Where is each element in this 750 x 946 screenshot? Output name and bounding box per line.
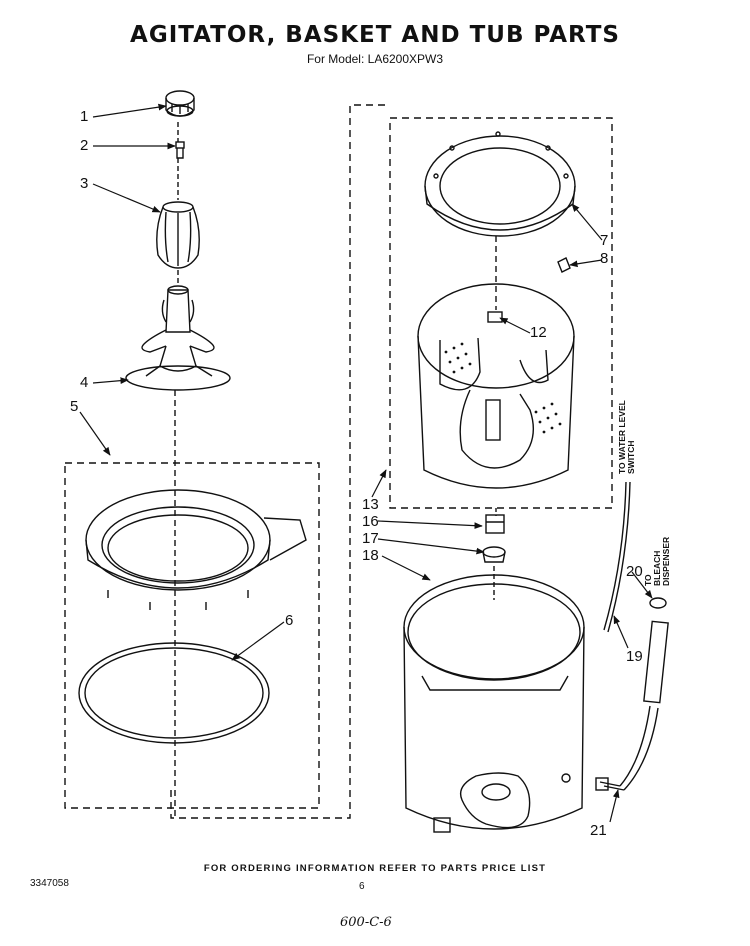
outer-tub [403,574,585,833]
callout-1: 1 [80,108,89,125]
callout-20: 20 [626,563,643,580]
callout-21: 21 [590,822,607,839]
document-number: 3347058 [30,878,69,889]
seal [482,546,506,563]
agitator-bolt [175,141,185,159]
part-group-box [389,117,613,509]
balance-ring [424,131,576,237]
water-level-tube [603,481,631,633]
model-subtitle: For Model: LA6200XPW3 [306,52,444,66]
wash-basket [417,283,575,489]
bleach-dispenser-label: TO BLEACH DISPENSER [643,536,671,586]
callout-3: 3 [80,175,89,192]
tub-ring [85,489,307,610]
agitator-barrel [156,201,200,269]
callout-13: 13 [362,496,379,513]
page-number: 6 [359,881,365,892]
callout-7: 7 [600,232,609,249]
callout-19: 19 [626,648,643,665]
handwritten-note: 600-C-6 [340,915,392,930]
hub-nut [485,514,505,534]
callout-6: 6 [285,612,294,629]
callout-16: 16 [362,513,379,530]
agitator-cap [165,90,195,117]
page-title: AGITATOR, BASKET AND TUB PARTS [130,22,620,48]
bleach-hose [595,597,669,791]
basket-perforations [444,342,562,434]
callout-4: 4 [80,374,89,391]
part-group-box [64,462,320,809]
callout-8: 8 [600,250,609,267]
callout-18: 18 [362,547,379,564]
callout-5: 5 [70,398,79,415]
callout-17: 17 [362,530,379,547]
callout-12: 12 [530,324,547,341]
agitator-base [125,285,231,391]
water-level-switch-label: TO WATER LEVEL SWITCH [617,400,636,474]
tub-gasket [78,642,270,744]
ordering-info-footer: FOR ORDERING INFORMATION REFER TO PARTS … [203,863,547,874]
connector-line [170,104,388,819]
clip [557,257,571,273]
callout-2: 2 [80,137,89,154]
callout-leaders [79,103,653,823]
